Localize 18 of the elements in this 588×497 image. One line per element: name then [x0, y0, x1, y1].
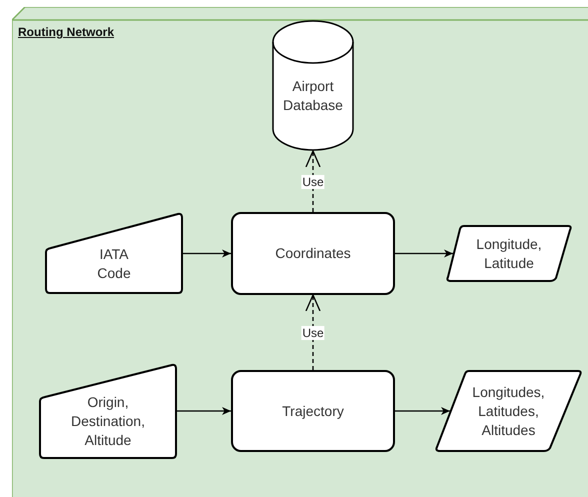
node-label: Longitude, Latitude [475, 234, 543, 272]
node-label: Airport Database [282, 76, 344, 114]
dashed-arrow [305, 294, 321, 370]
arrow [177, 407, 231, 415]
arrow [183, 250, 231, 258]
dashed-arrow [305, 150, 321, 212]
node-label: Trajectory [282, 402, 344, 420]
edge-label: Use [301, 326, 325, 340]
group-title: Routing Network [18, 24, 114, 41]
process-box [231, 212, 395, 295]
arrow [395, 407, 450, 415]
process-box [231, 370, 395, 452]
node-label: Origin, Destination, Altitude [70, 393, 146, 450]
arrow [395, 250, 453, 258]
node-label: Coordinates [275, 244, 351, 263]
node-label: IATA Code [96, 244, 132, 282]
node-label: Longitudes, Latitudes, Altitudes [471, 382, 546, 440]
edge-label: Use [301, 174, 325, 188]
